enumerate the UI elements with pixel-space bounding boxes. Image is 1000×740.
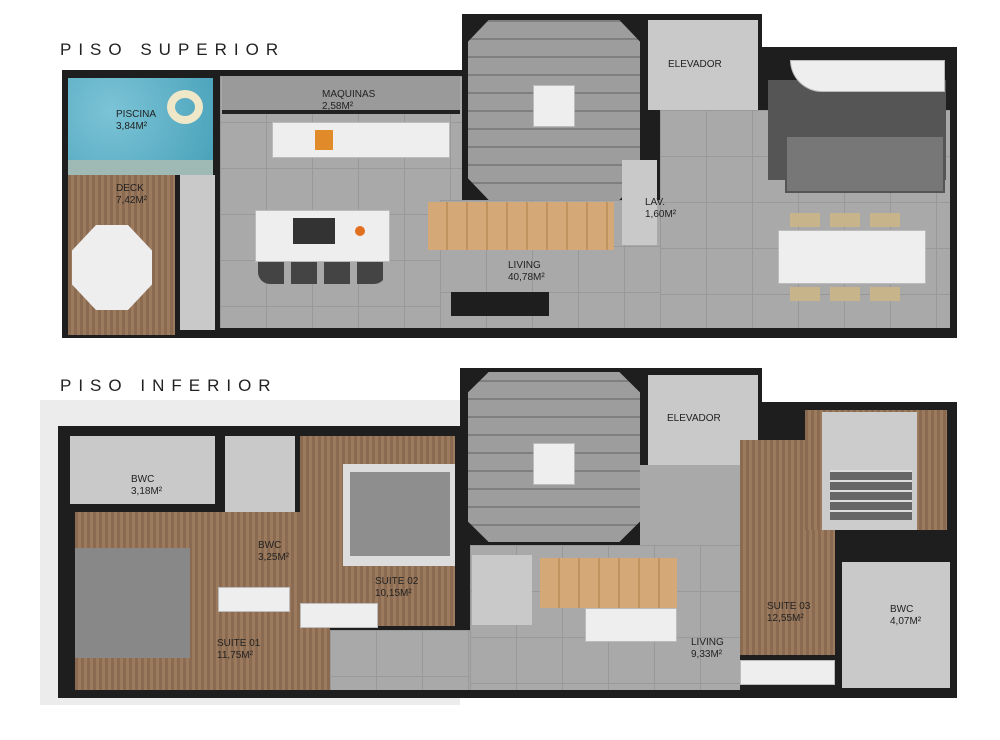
bathroom-3 — [842, 562, 950, 688]
sofa — [785, 135, 945, 193]
elevator — [648, 20, 758, 110]
kitchen-counter — [585, 608, 677, 642]
bed-suite-01 — [75, 548, 190, 658]
dining-table — [778, 230, 926, 284]
title-upper: PISO SUPERIOR — [60, 40, 286, 59]
room-label: LAV.1,60M² — [645, 197, 677, 220]
title-lower: PISO INFERIOR — [60, 376, 278, 395]
kitchen-counter — [272, 122, 450, 158]
wood-stairs — [540, 558, 677, 608]
umbrella — [72, 225, 152, 310]
elevator — [648, 375, 758, 465]
cooktop — [293, 218, 335, 244]
bathroom-1 — [70, 436, 215, 504]
wood-stairs — [428, 202, 614, 250]
pool-float — [167, 90, 203, 124]
room-label: ELEVADOR — [668, 59, 722, 70]
room-label: ELEVADOR — [667, 413, 721, 424]
